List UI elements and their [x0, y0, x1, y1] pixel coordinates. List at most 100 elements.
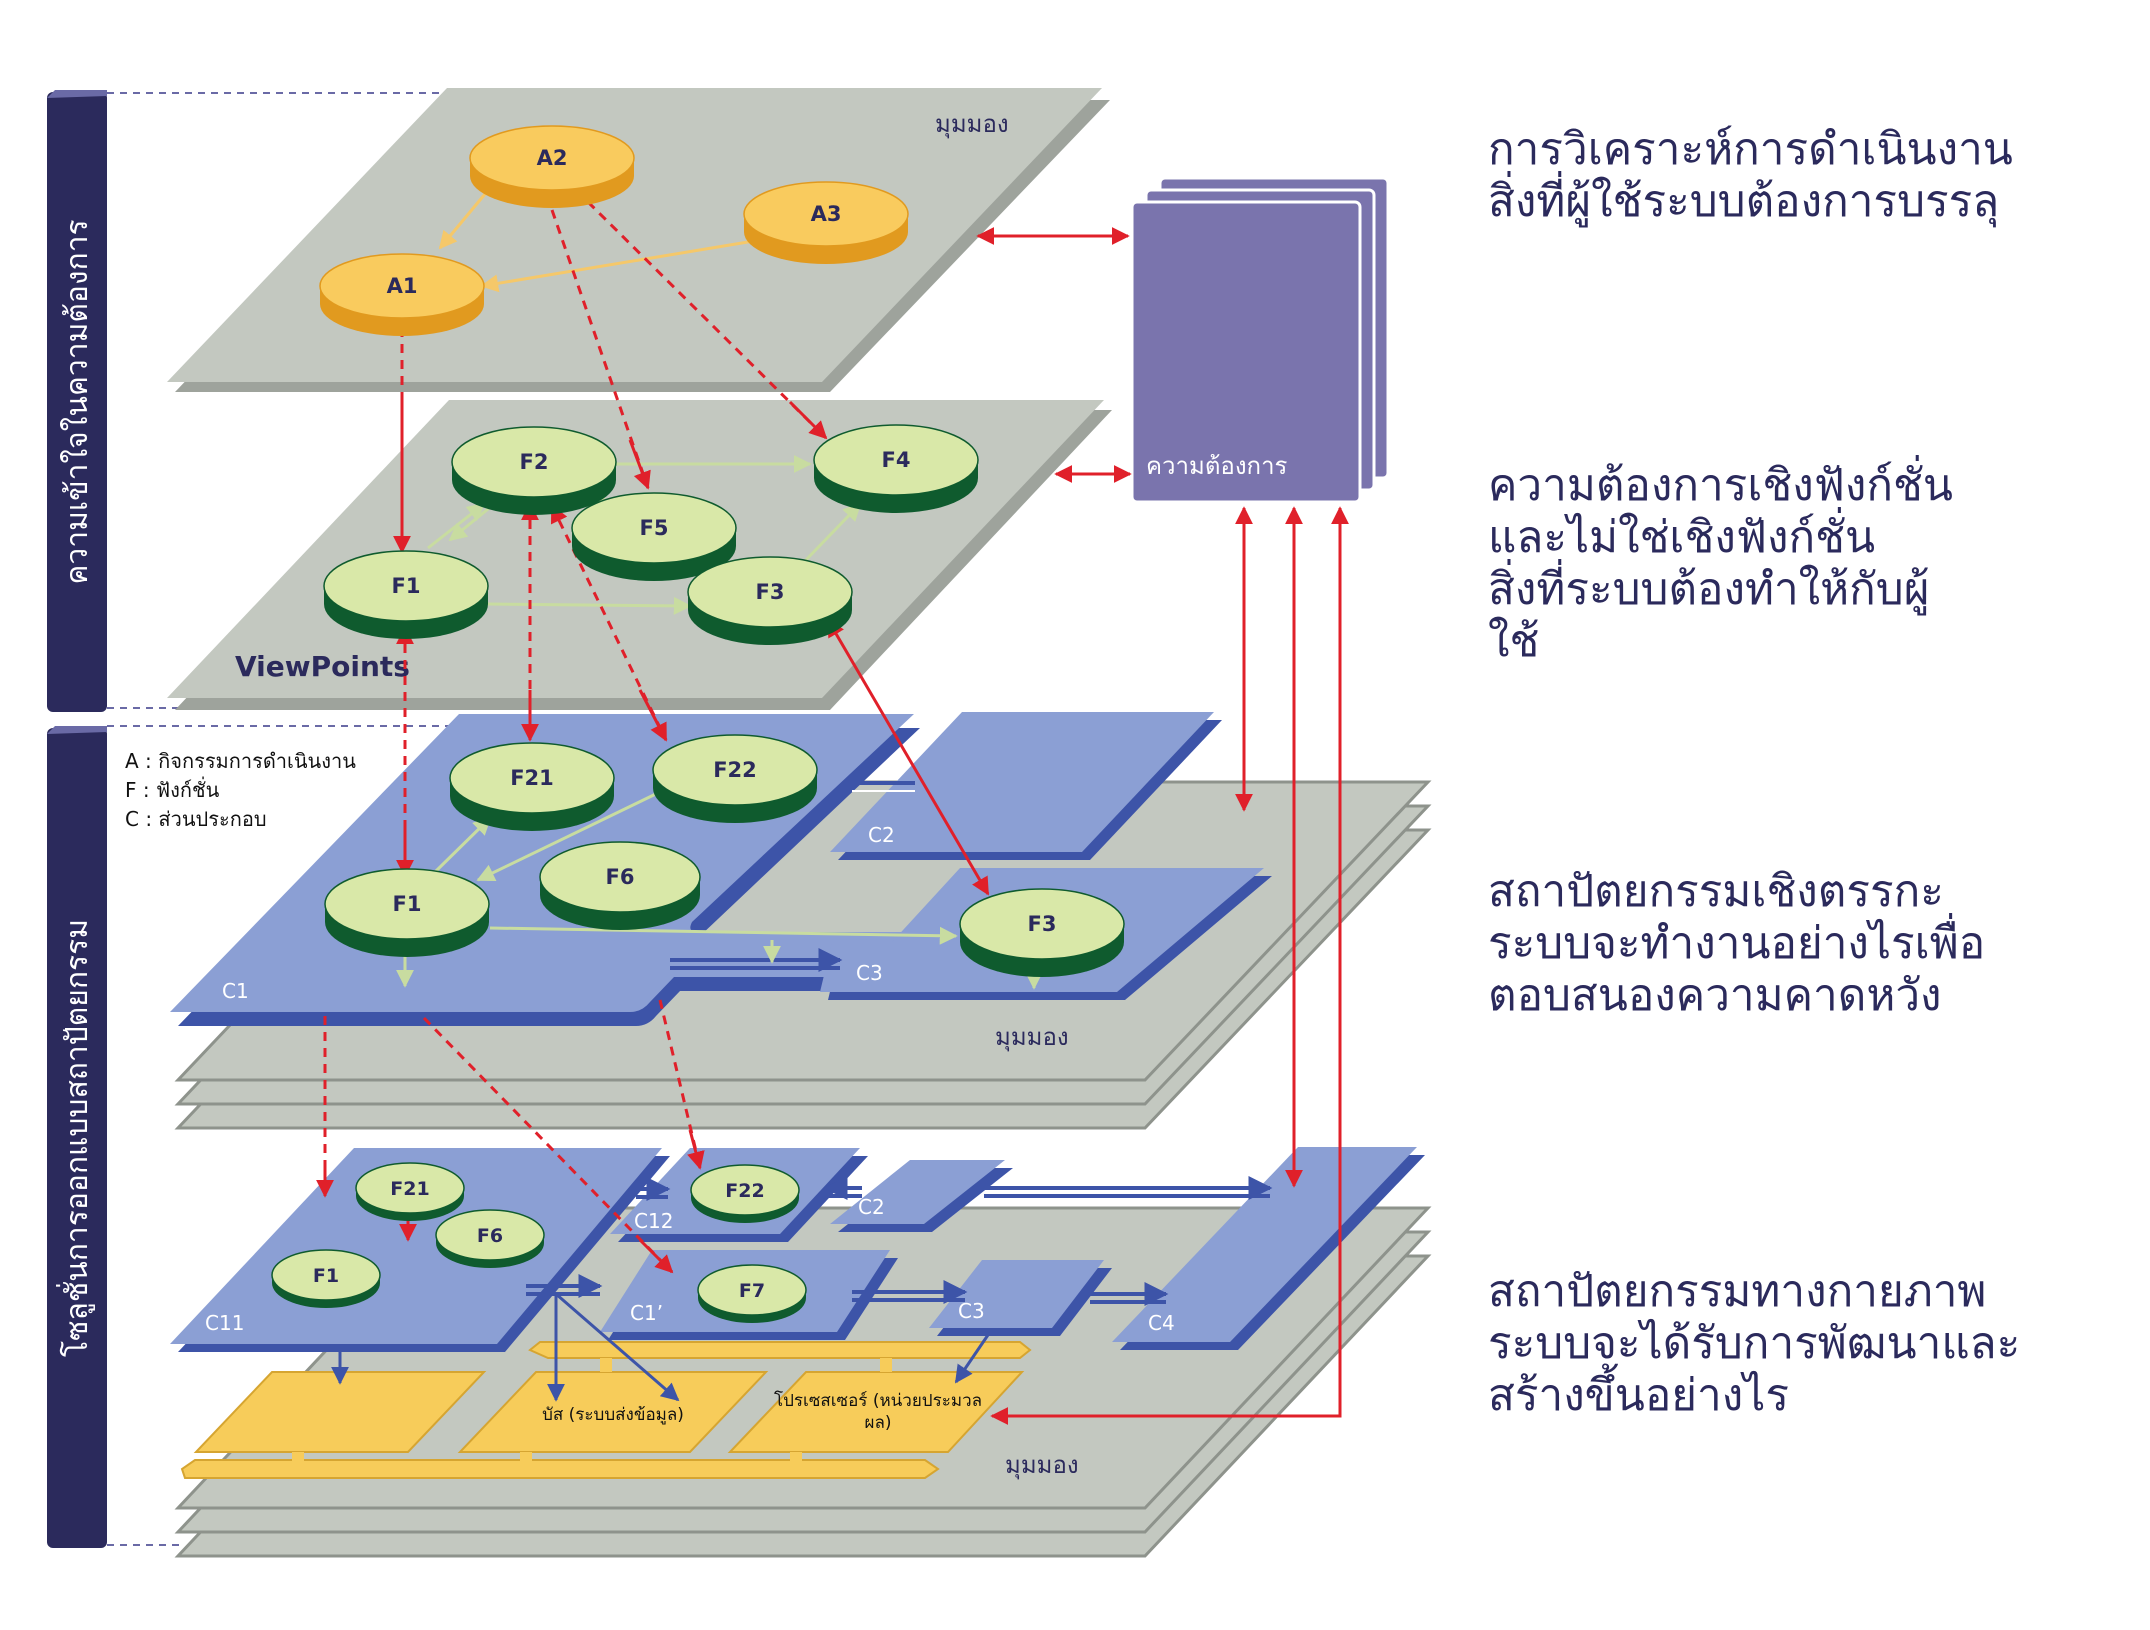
heading-functional-line3: สิ่งที่ระบบต้องทำให้กับผู้ [1488, 564, 1930, 615]
legend-component: C : ส่วนประกอบ [125, 807, 267, 831]
understanding-label: ความเข้าใจในความต้องการ [60, 219, 95, 584]
activity-a1: A1 [319, 253, 485, 336]
activity-a3-top [743, 181, 909, 247]
activity-a2-label: A2 [537, 146, 568, 170]
function-f2-top [451, 426, 617, 498]
logical-function-f1-top [324, 868, 490, 940]
understanding-sidebar: ความเข้าใจในความต้องการ [47, 90, 455, 712]
processor-label-line2: ผล) [864, 1413, 891, 1433]
design-solution-label: โซลูชั่นการออกแบบสถาปัตยกรรม [56, 919, 95, 1357]
heading-physical-line2: ระบบจะได้รับการพัฒนาและ [1488, 1318, 2021, 1369]
legend: A : กิจกรรมการดำเนินงาน F : ฟังก์ชั่น C … [125, 749, 356, 831]
operational-plane-caption: มุมมอง [935, 110, 1009, 139]
heading-logical-line2: ระบบจะทำงานอย่างไรเพื่อ [1488, 918, 1986, 969]
physical-function-f22: F22 [690, 1164, 800, 1223]
physical-function-f22-top [690, 1164, 800, 1216]
physical-function-f6-label: F6 [477, 1225, 503, 1247]
logical-function-f21-label: F21 [510, 766, 554, 790]
activity-a2: A2 [469, 125, 635, 208]
component-c12-label: C12 [634, 1209, 673, 1233]
heading-logical-line1: สถาปัตยกรรมเชิงตรรกะ [1488, 866, 1944, 917]
requirements-cards: ความต้องการ [1130, 176, 1390, 504]
logical-function-f1-label: F1 [393, 892, 422, 916]
requirements-card-label: ความต้องการ [1146, 452, 1288, 480]
legend-function: F : ฟังก์ชั่น [125, 776, 220, 802]
physical-function-f21-top [355, 1162, 465, 1214]
logical-function-f6: F6 [539, 841, 701, 930]
logical-function-f22-label: F22 [713, 758, 757, 782]
function-f3-top [687, 556, 853, 628]
heading-functional-line1: ความต้องการเชิงฟังก์ชั่น [1488, 460, 1953, 511]
function-f1: F1 [323, 550, 489, 639]
heading-functional-line2: และไม่ใช่เชิงฟังก์ชั่น [1488, 512, 1876, 563]
physical-function-f6: F6 [435, 1209, 545, 1268]
legend-activity: A : กิจกรรมการดำเนินงาน [125, 749, 356, 773]
activity-a1-label: A1 [387, 274, 418, 298]
physical-function-f21: F21 [355, 1162, 465, 1221]
function-f1-label: F1 [392, 574, 421, 598]
logical-function-f3-top [959, 888, 1125, 960]
component-c1-prime-label: C1’ [630, 1301, 663, 1325]
design-sidebar: โซลูชั่นการออกแบบสถาปัตยกรรม [47, 725, 455, 1548]
activity-a3: A3 [743, 181, 909, 264]
function-f3-label: F3 [756, 580, 785, 604]
function-f5-top [571, 492, 737, 564]
component-c3-label: C3 [856, 961, 883, 985]
component-c4-label: C4 [1148, 1311, 1175, 1335]
viewpoints-label: ViewPoints [235, 650, 410, 683]
function-f4-top [813, 424, 979, 496]
processor-label-line1: โปรเซสเซอร์ (หน่วยประมวล [774, 1390, 982, 1411]
activity-a1-top [319, 253, 485, 319]
component-c3-physical-label: C3 [958, 1299, 985, 1323]
heading-physical: สถาปัตยกรรมทางกายภาพ ระบบจะได้รับการพัฒน… [1488, 1266, 2128, 1422]
activity-a2-top [469, 125, 635, 191]
component-c2-physical-label: C2 [858, 1195, 885, 1219]
heading-operational: การวิเคราะห์การดำเนินงาน สิ่งที่ผู้ใช้ระ… [1488, 124, 2128, 228]
logical-function-f6-label: F6 [606, 865, 635, 889]
function-f5-label: F5 [640, 516, 669, 540]
bus-label: บัส (ระบบส่งข้อมูล) [542, 1405, 684, 1425]
logical-plane-caption: มุมมอง [995, 1023, 1069, 1052]
physical-function-f7-label: F7 [739, 1280, 765, 1302]
logical-function-f22: F22 [652, 734, 818, 823]
function-f1-top [323, 550, 489, 622]
heading-functional: ความต้องการเชิงฟังก์ชั่น และไม่ใช่เชิงฟั… [1488, 460, 2128, 668]
component-c11-label: C11 [205, 1311, 244, 1335]
physical-function-f6-top [435, 1209, 545, 1261]
logical-function-f21-top [449, 742, 615, 814]
physical-function-f1: F1 [271, 1249, 381, 1308]
hardware-layer: บัส (ระบบส่งข้อมูล) โปรเซสเซอร์ (หน่วยปร… [180, 1341, 1032, 1479]
logical-function-f6-top [539, 841, 701, 913]
component-c2-label: C2 [868, 823, 895, 847]
heading-operational-line1: การวิเคราะห์การดำเนินงาน [1488, 124, 2013, 175]
function-f2-label: F2 [520, 450, 549, 474]
logical-function-f1: F1 [324, 868, 490, 957]
function-f5: F5 [571, 492, 737, 581]
heading-logical-line3: ตอบสนองความคาดหวัง [1488, 970, 1942, 1021]
physical-function-f1-label: F1 [313, 1265, 339, 1287]
heading-functional-line4: ใช้ [1488, 616, 1540, 667]
component-c1-label: C1 [222, 979, 249, 1003]
physical-function-f7-top [697, 1264, 807, 1316]
logical-function-f3-label: F3 [1028, 912, 1057, 936]
heading-logical: สถาปัตยกรรมเชิงตรรกะ ระบบจะทำงานอย่างไรเ… [1488, 866, 2128, 1022]
heading-physical-line1: สถาปัตยกรรมทางกายภาพ [1488, 1266, 1987, 1317]
function-f4: F4 [813, 424, 979, 513]
physical-function-f1-top [271, 1249, 381, 1301]
physical-function-f22-label: F22 [725, 1180, 764, 1202]
physical-function-f7: F7 [697, 1264, 807, 1323]
physical-function-f21-label: F21 [390, 1178, 429, 1200]
function-f3: F3 [687, 556, 853, 645]
function-f2: F2 [451, 426, 617, 515]
logical-function-f3: F3 [959, 888, 1125, 977]
logical-function-f22-top [652, 734, 818, 806]
heading-operational-line2: สิ่งที่ผู้ใช้ระบบต้องการบรรลุ [1488, 176, 2000, 227]
heading-physical-line3: สร้างขึ้นอย่างไร [1488, 1370, 1789, 1421]
component-c2-physical: C2 [830, 1160, 1013, 1232]
activity-a3-label: A3 [811, 202, 842, 226]
function-f4-label: F4 [882, 448, 911, 472]
operational-plane: มุมมอง [167, 88, 1110, 392]
logical-function-f21: F21 [449, 742, 615, 831]
